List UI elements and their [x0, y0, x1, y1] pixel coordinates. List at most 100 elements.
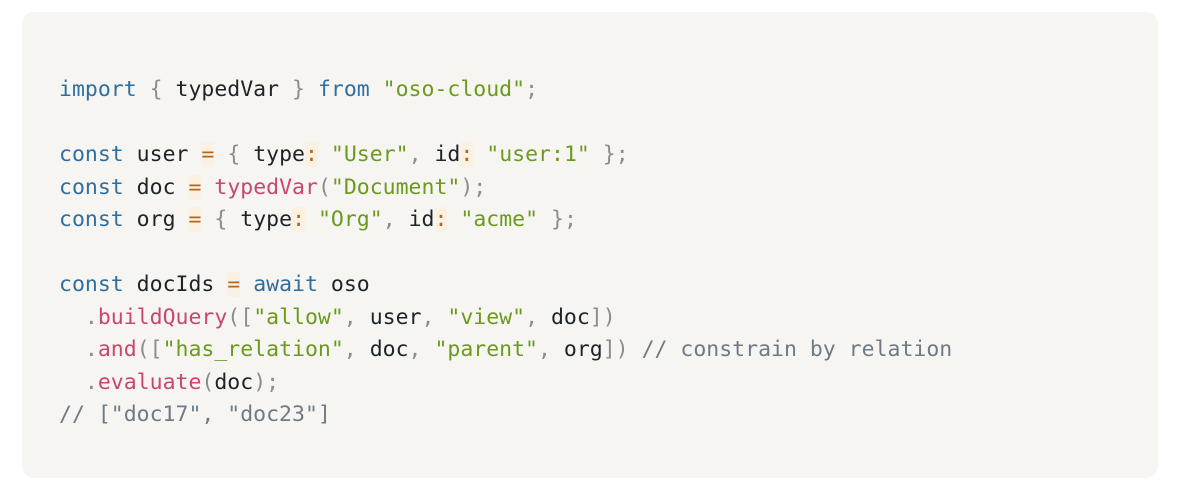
code-token: const: [59, 207, 124, 232]
code-token: doc: [356, 337, 409, 362]
code-line: const user = { type: "User", id: "user:1…: [59, 139, 1158, 172]
code-token: evaluate: [97, 369, 202, 395]
code-token: type: [240, 142, 305, 167]
code-token: (: [201, 369, 215, 395]
code-token: user: [356, 304, 422, 330]
code-token: [305, 77, 318, 102]
code-token: .: [84, 337, 98, 362]
code-token: =: [227, 272, 241, 297]
code-token: [59, 370, 85, 395]
code-token: ,: [343, 304, 357, 330]
code-token: org: [550, 337, 603, 362]
code-token: doc: [538, 304, 590, 330]
code-token: .: [84, 304, 98, 330]
code-lines: import { typedVar } from "oso-cloud"; con…: [59, 74, 1158, 432]
code-token: );: [253, 369, 280, 395]
code-token: {: [149, 77, 163, 102]
code-content: import { typedVar } from "oso-cloud"; con…: [59, 74, 1158, 432]
code-token: org: [123, 207, 189, 232]
code-token: ([: [227, 304, 254, 330]
code-token: "Org": [317, 207, 383, 232]
code-token: oso: [317, 272, 370, 297]
code-token: id: [421, 142, 461, 167]
code-token: (: [317, 174, 331, 200]
code-token: ,: [538, 337, 551, 362]
code-token: from: [317, 77, 370, 102]
code-token: [137, 77, 150, 102]
code-token: // ["doc17", "doc23"]: [59, 402, 331, 427]
code-token: "has_relation": [162, 337, 344, 362]
code-line: // ["doc17", "doc23"]: [59, 399, 1158, 432]
code-line: const doc = typedVar("Document");: [59, 172, 1158, 205]
code-token: ,: [343, 337, 357, 362]
code-token: // constrain by relation: [641, 337, 953, 362]
code-token: :: [305, 142, 318, 167]
code-token: [538, 207, 551, 232]
code-token: [421, 337, 434, 362]
code-token: "user:1": [486, 142, 590, 167]
code-token: [201, 207, 214, 232]
code-line: .evaluate(doc);: [59, 367, 1158, 400]
code-token: await: [253, 272, 318, 297]
code-token: ;: [525, 77, 539, 102]
code-token: .: [84, 369, 98, 395]
code-token: "oso-cloud": [382, 77, 526, 102]
code-token: doc: [123, 174, 189, 200]
code-token: [305, 207, 318, 232]
code-token: doc: [214, 369, 254, 395]
code-token: "allow": [253, 304, 344, 330]
code-token: ([: [136, 337, 163, 362]
code-token: ,: [408, 142, 422, 167]
code-token: and: [97, 337, 137, 362]
code-token: const: [59, 142, 124, 167]
code-token: };: [551, 207, 577, 232]
code-token: {: [227, 142, 241, 167]
code-block: import { typedVar } from "oso-cloud"; con…: [22, 12, 1158, 478]
code-token: [214, 142, 227, 167]
code-line: const org = { type: "Org", id: "acme" };: [59, 204, 1158, 237]
code-token: [318, 142, 331, 167]
code-line: const docIds = await oso: [59, 269, 1158, 302]
code-token: ,: [408, 337, 422, 362]
code-token: "view": [447, 304, 526, 330]
code-line: import { typedVar } from "oso-cloud";: [59, 74, 1158, 107]
code-token: [590, 142, 603, 167]
code-line: .buildQuery(["allow", user, "view", doc]…: [59, 302, 1158, 335]
code-token: }: [292, 77, 305, 102]
code-token: import: [59, 77, 137, 102]
code-token: "User": [330, 142, 409, 167]
code-token: ,: [421, 304, 435, 330]
code-token: [201, 175, 214, 200]
code-token: [473, 142, 486, 167]
code-token: [59, 337, 85, 362]
code-token: typedVar: [162, 77, 293, 102]
code-token: type: [227, 207, 293, 232]
code-token: [240, 272, 253, 297]
code-token: ,: [382, 207, 396, 232]
code-token: :: [292, 207, 306, 232]
code-line: [59, 107, 1158, 140]
code-token: :: [434, 207, 448, 232]
code-line: [59, 237, 1158, 270]
code-token: [370, 77, 383, 102]
code-token: [59, 305, 85, 330]
code-token: buildQuery: [97, 304, 228, 330]
code-token: ]): [602, 337, 629, 362]
code-token: "parent": [434, 337, 538, 362]
code-token: ,: [525, 304, 539, 330]
code-token: =: [188, 207, 202, 232]
code-token: user: [123, 142, 202, 167]
code-token: };: [602, 142, 629, 167]
code-token: typedVar: [214, 174, 318, 200]
code-token: {: [214, 207, 228, 232]
code-token: "Document": [330, 174, 461, 200]
code-token: docIds: [123, 272, 228, 297]
code-token: ]): [589, 304, 616, 330]
code-token: const: [59, 272, 124, 297]
code-token: "acme": [460, 207, 539, 232]
code-token: const: [59, 174, 124, 200]
code-token: [629, 337, 642, 362]
code-token: =: [188, 174, 202, 200]
code-token: [434, 305, 447, 330]
code-token: [447, 207, 460, 232]
